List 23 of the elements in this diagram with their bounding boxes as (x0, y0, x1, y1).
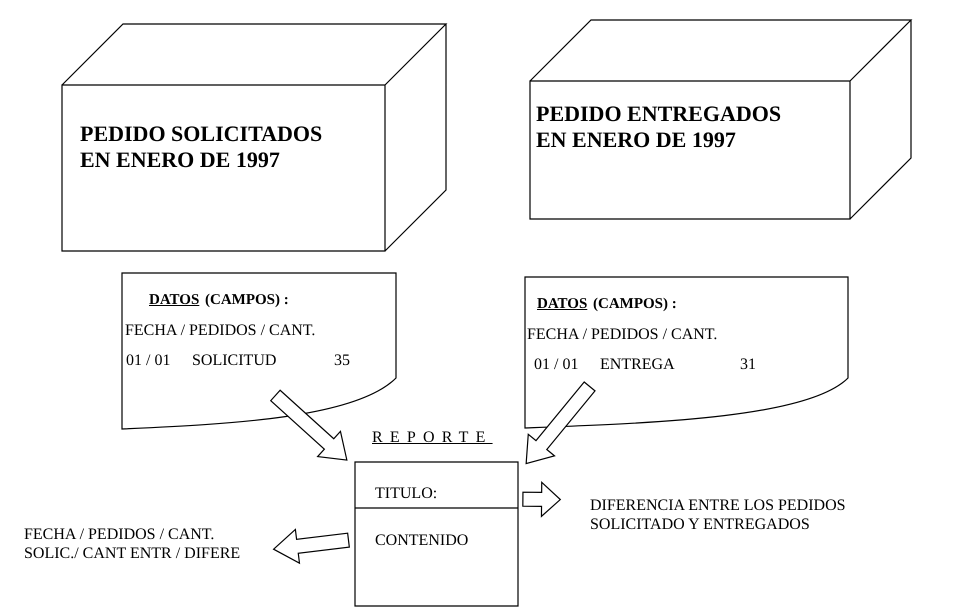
section-label: TITULO: (375, 484, 438, 504)
date-value: 01 / 01 (534, 355, 578, 374)
quantity-value: 31 (740, 355, 756, 374)
field-heading: (CAMPOS) : (593, 295, 677, 313)
block-arrow (526, 381, 596, 464)
field-list: FECHA / PEDIDOS / CANT. (125, 321, 316, 340)
block-arrow (270, 389, 348, 461)
order-type: ENTREGA (600, 355, 675, 374)
field-heading: (CAMPOS) : (205, 291, 289, 309)
date-value: 01 / 01 (126, 351, 170, 370)
field-list: FECHA / PEDIDOS / CANT. (527, 325, 718, 344)
output-text: FECHA / PEDIDOS / CANT. SOLIC./ CANT ENTR / DIFERE (24, 525, 264, 569)
store-title: PEDIDO ENTREGADOS EN ENERO DE 1997 (536, 101, 782, 154)
section-label: CONTENIDO (375, 531, 468, 550)
quantity-value: 35 (334, 351, 350, 370)
field-heading: DATOS (149, 291, 200, 309)
field-heading: DATOS (537, 295, 588, 313)
store-title: PEDIDO SOLICITADOS EN ENERO DE 1997 (80, 121, 324, 174)
block-arrow (522, 481, 562, 518)
output-text: DIFERENCIA ENTRE LOS PEDIDOS SOLICITADO Y ENTREGADOS (590, 496, 920, 540)
block-arrow (272, 528, 350, 564)
report-heading: REPORTE (372, 428, 493, 448)
order-type: SOLICITUD (192, 351, 276, 370)
